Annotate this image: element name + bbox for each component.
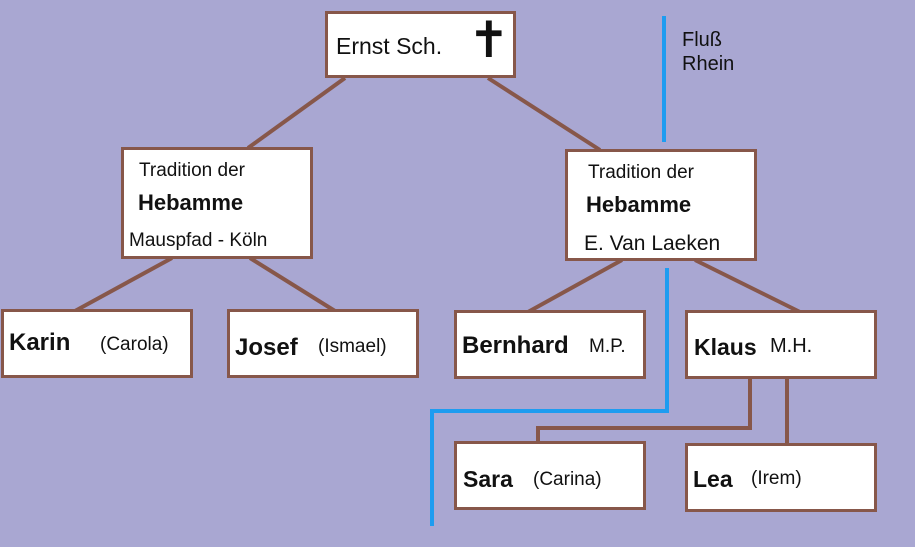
person-box-bernhard: Bernhard M.P. bbox=[454, 310, 646, 379]
left-tradition-box: Tradition der Hebamme Mauspfad - Köln bbox=[121, 147, 313, 259]
person-box-josef: Josef (Ismael) bbox=[227, 309, 419, 378]
person-alias-karin: (Carola) bbox=[100, 334, 169, 355]
deceased-cross-icon: ✝ bbox=[468, 12, 510, 68]
person-box-lea: Lea (Irem) bbox=[685, 443, 877, 512]
connector-root-left bbox=[246, 76, 347, 150]
connector-right-klaus bbox=[694, 258, 801, 314]
person-box-sara: Sara (Carina) bbox=[454, 441, 646, 510]
connector-root-right bbox=[486, 76, 602, 152]
right-tradition-line3: E. Van Laeken bbox=[584, 232, 721, 255]
person-name-josef: Josef bbox=[235, 334, 298, 361]
river-lower bbox=[430, 268, 669, 526]
person-name-klaus: Klaus bbox=[694, 334, 757, 360]
connector-right-bernhard bbox=[527, 258, 623, 314]
person-name-lea: Lea bbox=[693, 466, 733, 492]
person-alias-klaus: M.H. bbox=[770, 335, 813, 357]
person-name-sara: Sara bbox=[463, 466, 513, 492]
connector-left-karin bbox=[74, 256, 173, 313]
left-tradition-line1: Tradition der bbox=[139, 160, 245, 181]
person-alias-lea: (Irem) bbox=[751, 468, 802, 489]
person-alias-sara: (Carina) bbox=[533, 469, 602, 490]
river-label-line1: Fluß bbox=[682, 29, 722, 51]
root-person-name: Ernst Sch. bbox=[336, 33, 443, 59]
person-name-bernhard: Bernhard bbox=[462, 332, 569, 359]
right-tradition-box: Tradition der Hebamme E. Van Laeken bbox=[565, 149, 757, 261]
person-box-klaus: Klaus M.H. bbox=[685, 310, 877, 379]
root-person-box: Ernst Sch. ✝ bbox=[325, 11, 516, 78]
person-alias-bernhard: M.P. bbox=[589, 336, 626, 357]
river-label: Fluß Rhein bbox=[682, 28, 734, 76]
connector-left-josef bbox=[248, 256, 337, 313]
river-label-line2: Rhein bbox=[682, 53, 735, 75]
right-tradition-line1: Tradition der bbox=[588, 162, 694, 183]
person-name-karin: Karin bbox=[9, 329, 71, 356]
left-tradition-line2: Hebamme bbox=[138, 190, 244, 215]
connector-klaus-sara bbox=[536, 377, 752, 442]
person-box-karin: Karin (Carola) bbox=[1, 309, 193, 378]
right-tradition-line2: Hebamme bbox=[586, 192, 692, 217]
left-tradition-line3: Mauspfad - Köln bbox=[129, 230, 268, 251]
person-alias-josef: (Ismael) bbox=[318, 336, 387, 357]
